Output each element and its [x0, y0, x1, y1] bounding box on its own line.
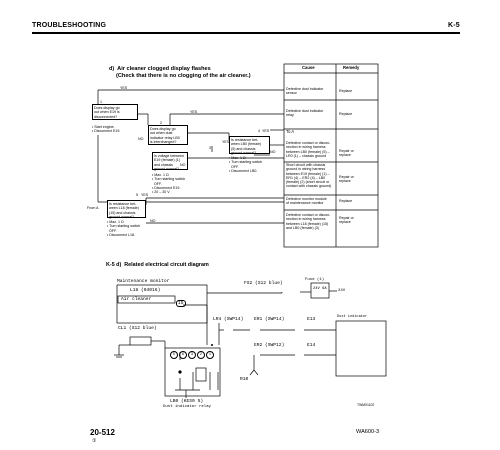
remedy-3: Repair or replace: [339, 149, 354, 158]
e14-label: E14: [307, 343, 316, 348]
fs2-label: FS2 (S12 blue): [244, 281, 283, 286]
dust-indicator-label: Dust indicator: [337, 315, 368, 319]
page-subnumber: ①: [92, 438, 97, 444]
no-label-1: NO: [138, 137, 144, 141]
question-box-4: Is resistance bet- ween LB0 (female) (5)…: [229, 136, 270, 155]
r10-label: R10: [240, 377, 249, 382]
yes-label-1: YES: [120, 86, 128, 90]
question-box-5: Is resistance bet- ween L18 (female) (15…: [107, 200, 146, 219]
yes-label-3: YES: [262, 129, 270, 133]
er2-label: ER2 (SWP12): [254, 343, 285, 348]
header-left: TROUBLESHOOTING: [32, 22, 107, 29]
e13-label: E13: [307, 317, 316, 322]
remedy-5: Replace: [339, 199, 353, 203]
step-number-5: 5: [136, 193, 138, 197]
step-number-3: 3: [209, 146, 211, 150]
cl1-label: CL1 (S12 blue): [118, 326, 157, 331]
er1-label: ER1 (SWP14): [254, 317, 285, 322]
cause-6: Defective contact or discon- nection in …: [286, 213, 331, 230]
to-a-label: To A: [286, 129, 295, 134]
lb0-pin: 5: [170, 351, 178, 359]
lb0-label: LB0 (KES0 5): [170, 399, 204, 404]
l18-label: L18 (04016): [130, 288, 161, 293]
maint-monitor-label: Maintenance monitor: [117, 279, 170, 284]
lb0-pin: 3: [188, 351, 196, 359]
lb0-pin: 2: [197, 351, 205, 359]
lb0-sublabel: Dust indicator relay: [163, 405, 212, 409]
section-title-2: (Check that there is no clogging of the …: [116, 73, 251, 79]
24v-label: 24V: [338, 289, 346, 293]
cause-2: Defective dust indicator relay: [286, 109, 324, 118]
question-5-conditions: • Max. 1 Ω • Turn starting switch OFF. •…: [107, 220, 141, 237]
step-number-4: 4: [258, 129, 260, 133]
remedy-6: Repair or replace: [339, 216, 354, 225]
cause-4: Short circuit with chassis ground in wir…: [286, 163, 332, 189]
cause-5: Defective monitor module of maintenance …: [286, 197, 327, 206]
col-cause-header: Cause: [302, 65, 315, 70]
no-label-4: NO: [150, 219, 156, 223]
question-1-conditions: • Start engine. • Disconnect E19.: [92, 125, 121, 134]
no-label-3: NO: [180, 163, 186, 167]
figure-code: TWM01102: [357, 403, 375, 407]
yes-label-4: YES: [222, 140, 230, 144]
yes-label-2: YES: [190, 110, 198, 114]
lr4-label: LR4 (SWP14): [213, 317, 244, 322]
fuse-value-label: 24V 6A: [313, 287, 327, 291]
lb0-pin: 1: [206, 351, 214, 359]
remedy-4: Repair or replace: [339, 175, 354, 184]
model-label: WA600-3: [356, 429, 380, 435]
question-box-1: Does display go out when E19 is disconne…: [92, 104, 138, 120]
question-4-conditions: • Max. 1 Ω • Turn starting switch OFF. •…: [229, 156, 263, 173]
question-3-conditions: • Max. 1 Ω • Turn starting switch OFF. •…: [152, 173, 186, 195]
page-number: 20-512: [90, 428, 115, 437]
col-remedy-header: Remedy: [343, 65, 360, 70]
fuse-label: Fuse (1): [305, 278, 325, 282]
from-a-label: From A: [87, 206, 99, 210]
header-rule: [32, 32, 460, 34]
question-box-3: Is voltage between E19 (female) (1) and …: [152, 152, 188, 171]
question-box-2: Does display go out when dust indicator …: [148, 125, 188, 145]
lb0-pin: 6: [179, 351, 187, 359]
diagram-title: K-5 d) Related electrical circuit diagra…: [106, 262, 209, 268]
cause-3: Defective contact or discon- nection in …: [286, 141, 331, 158]
cause-1: Defective dust indicator sensor: [286, 87, 324, 96]
step-number-1: 1: [100, 100, 102, 104]
section-title-1: d) Air cleaner clogged display flashes: [109, 66, 211, 72]
yes-label-5: YES: [141, 193, 149, 197]
no-label-2: NO: [270, 150, 276, 154]
header-right: K-5: [448, 22, 460, 29]
remedy-1: Replace: [339, 89, 353, 93]
pin-15-label: 15: [176, 300, 186, 307]
step-number-2: 2: [160, 121, 162, 125]
air-cleaner-label: Air cleaner: [121, 297, 152, 302]
remedy-2: Replace: [339, 112, 353, 116]
